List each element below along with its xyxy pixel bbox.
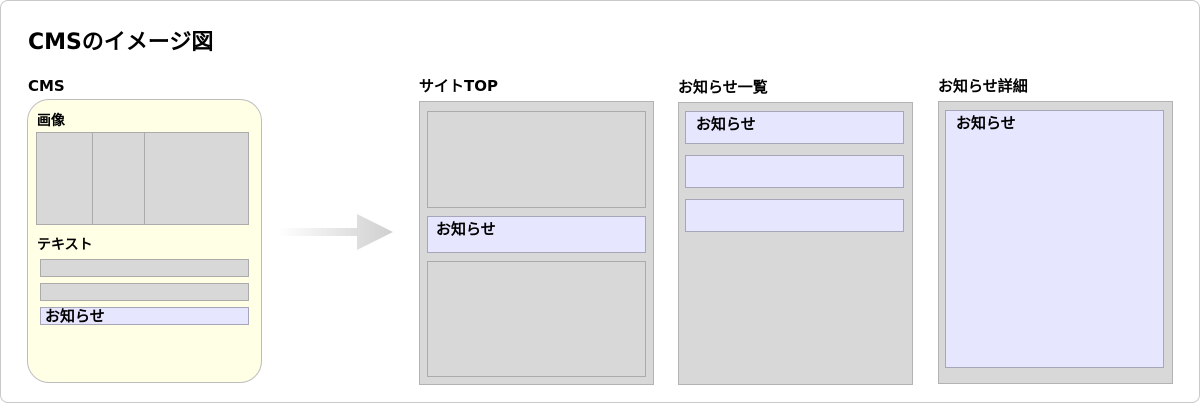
cms-text-field-1	[40, 259, 249, 277]
news-detail-block	[945, 110, 1164, 368]
cms-news-field	[40, 307, 249, 325]
cms-image-slot-3	[144, 132, 249, 225]
site-top-news-label: お知らせ	[436, 220, 496, 238]
news-list-item-2	[685, 155, 904, 188]
cms-image-slot-2	[92, 132, 145, 225]
site-top-content-area	[427, 261, 646, 377]
page-title: CMSのイメージ図	[28, 30, 214, 55]
cms-image-label: 画像	[37, 113, 65, 129]
news-list-item-label: お知らせ	[696, 115, 756, 133]
site-top-image-area	[427, 111, 646, 208]
site-top-heading: サイトTOP	[419, 77, 498, 95]
site-top-news-block	[427, 216, 646, 253]
cms-news-label: お知らせ	[45, 307, 105, 325]
cms-text-label: テキスト	[37, 237, 93, 253]
cms-text-field-2	[40, 283, 249, 301]
cms-heading: CMS	[28, 77, 65, 95]
flow-arrow-icon	[279, 214, 393, 250]
cms-image-slot-1	[36, 132, 93, 225]
news-detail-label: お知らせ	[956, 114, 1016, 132]
news-detail-heading: お知らせ詳細	[938, 77, 1028, 95]
news-list-heading: お知らせ一覧	[678, 78, 768, 96]
news-list-item-1	[685, 111, 904, 144]
news-list-panel	[678, 102, 913, 385]
news-list-item-3	[685, 199, 904, 232]
